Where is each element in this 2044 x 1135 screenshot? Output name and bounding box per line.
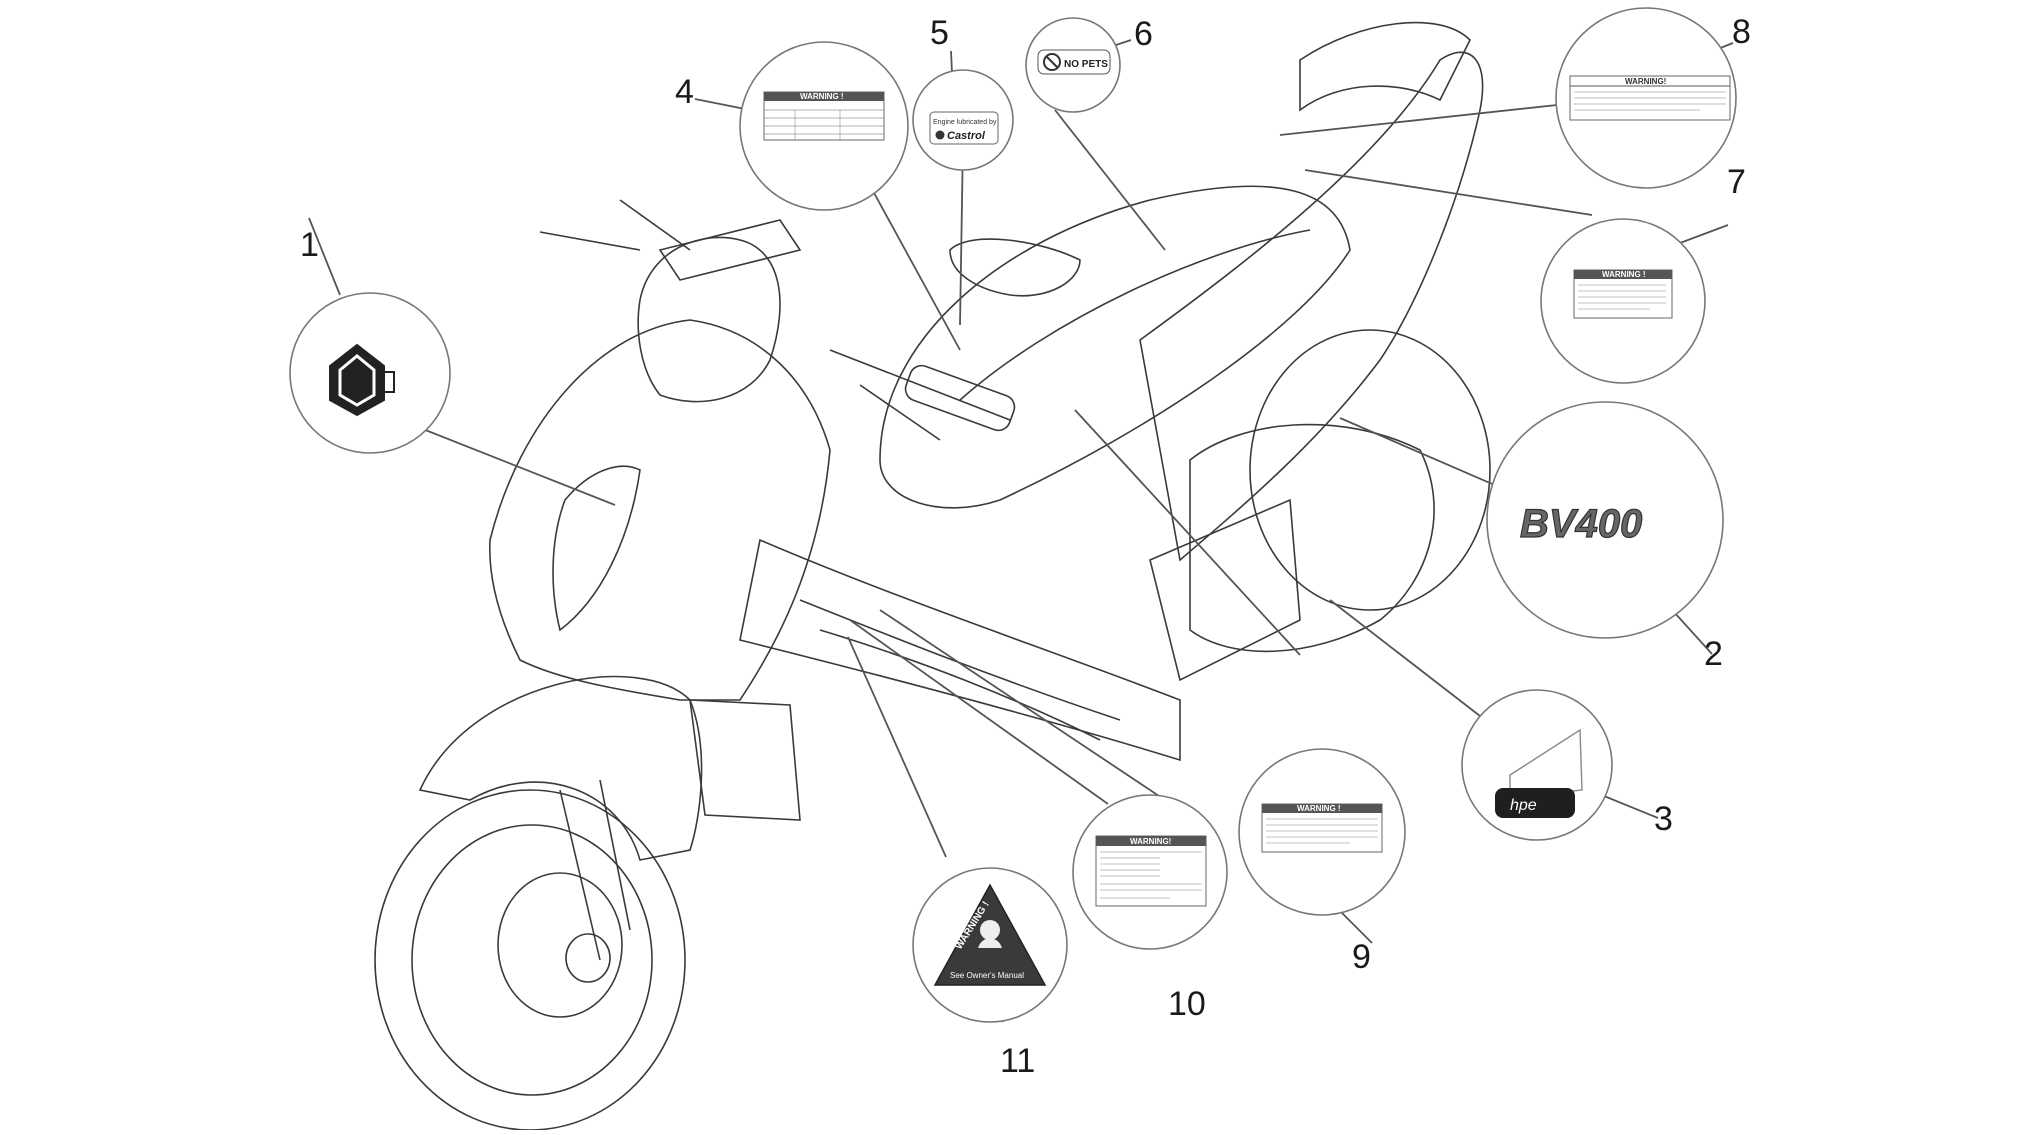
warning-label-9-title: WARNING ! xyxy=(1297,804,1341,813)
callout-11: WARNING ! See Owner's Manual 11 xyxy=(912,867,1068,1080)
callout-3-number: 3 xyxy=(1654,800,1673,838)
warning-label-10 xyxy=(1095,835,1207,907)
castrol-decal-line2: Castrol xyxy=(947,130,986,142)
warning-label-10-title: WARNING! xyxy=(1130,837,1171,846)
footboard xyxy=(739,538,1181,762)
callout-1-number: 1 xyxy=(300,226,319,264)
castrol-logo-icon xyxy=(935,130,945,140)
callout-5: Engine lubricated by Castrol 5 xyxy=(912,14,1014,171)
callout-6-number: 6 xyxy=(1134,15,1153,53)
callout-2-number: 2 xyxy=(1704,635,1723,673)
warning-label-7-title: WARNING ! xyxy=(1602,270,1646,279)
callout-11-number: 11 xyxy=(1000,1042,1035,1080)
no-pets-decal-text: NO PETS xyxy=(1064,59,1108,70)
front-rim xyxy=(411,824,653,1096)
callout-10-number: 10 xyxy=(1168,985,1206,1023)
castrol-decal-line1: Engine lubricated by xyxy=(933,119,997,126)
callout-8: WARNING! 8 xyxy=(1555,7,1751,189)
callout-10: WARNING! 10 xyxy=(1072,794,1228,1023)
callout-6: NO PETS 6 xyxy=(1025,15,1153,113)
cvt-cover xyxy=(1189,423,1435,653)
callout-4-number: 4 xyxy=(675,73,694,111)
headlight-cowl xyxy=(637,236,781,403)
mirror xyxy=(949,238,1081,297)
callout-9-number: 9 xyxy=(1352,938,1371,976)
warning-triangle-subtext: See Owner's Manual xyxy=(950,971,1024,980)
right-handlebar xyxy=(829,349,1011,441)
callout-2: BV400 2 xyxy=(1486,401,1724,673)
callout-1: 1 xyxy=(289,226,451,454)
no-pets-icon xyxy=(1043,53,1061,71)
hpe-decal-text: hpe xyxy=(1510,797,1537,814)
radiator-grille xyxy=(689,699,801,821)
tail-rack xyxy=(1299,21,1471,112)
callout-4: WARNING ! 4 xyxy=(675,41,909,211)
seat xyxy=(879,185,1351,509)
callout-3: hpe 3 xyxy=(1461,689,1673,841)
footboard-pattern xyxy=(799,599,1121,741)
engine-block xyxy=(1149,498,1301,682)
rear-body xyxy=(1139,51,1484,562)
front-fork xyxy=(559,779,631,961)
right-grip xyxy=(904,364,1016,432)
callout-7-number: 7 xyxy=(1727,163,1746,201)
instrument-panel xyxy=(658,219,802,281)
rear-tire xyxy=(1249,329,1491,611)
front-hub xyxy=(565,933,611,983)
seat-seam xyxy=(959,229,1311,401)
callout-2-circle xyxy=(1486,401,1724,639)
castrol-decal xyxy=(929,111,999,145)
callout-7: WARNING ! 7 xyxy=(1540,163,1746,384)
left-handlebar xyxy=(539,199,691,251)
hpe-decal-badge xyxy=(1495,788,1575,818)
callout-9: WARNING ! 9 xyxy=(1238,748,1406,976)
warning-label-8-title: WARNING! xyxy=(1625,77,1666,86)
front-grille-vent xyxy=(552,465,641,632)
bv400-decal-text: BV400 xyxy=(1520,502,1642,546)
front-tire xyxy=(374,789,686,1131)
scooter-drawing xyxy=(374,21,1491,1131)
rider-pictogram-icon xyxy=(978,920,1002,948)
callout-5-number: 5 xyxy=(930,14,949,52)
front-fender xyxy=(418,675,703,861)
callout-8-number: 8 xyxy=(1732,13,1751,51)
piaggio-logo-icon xyxy=(329,343,395,417)
front-body-shell xyxy=(488,319,831,701)
front-brake-disc xyxy=(497,872,623,1018)
warning-table-title: WARNING ! xyxy=(800,92,844,101)
